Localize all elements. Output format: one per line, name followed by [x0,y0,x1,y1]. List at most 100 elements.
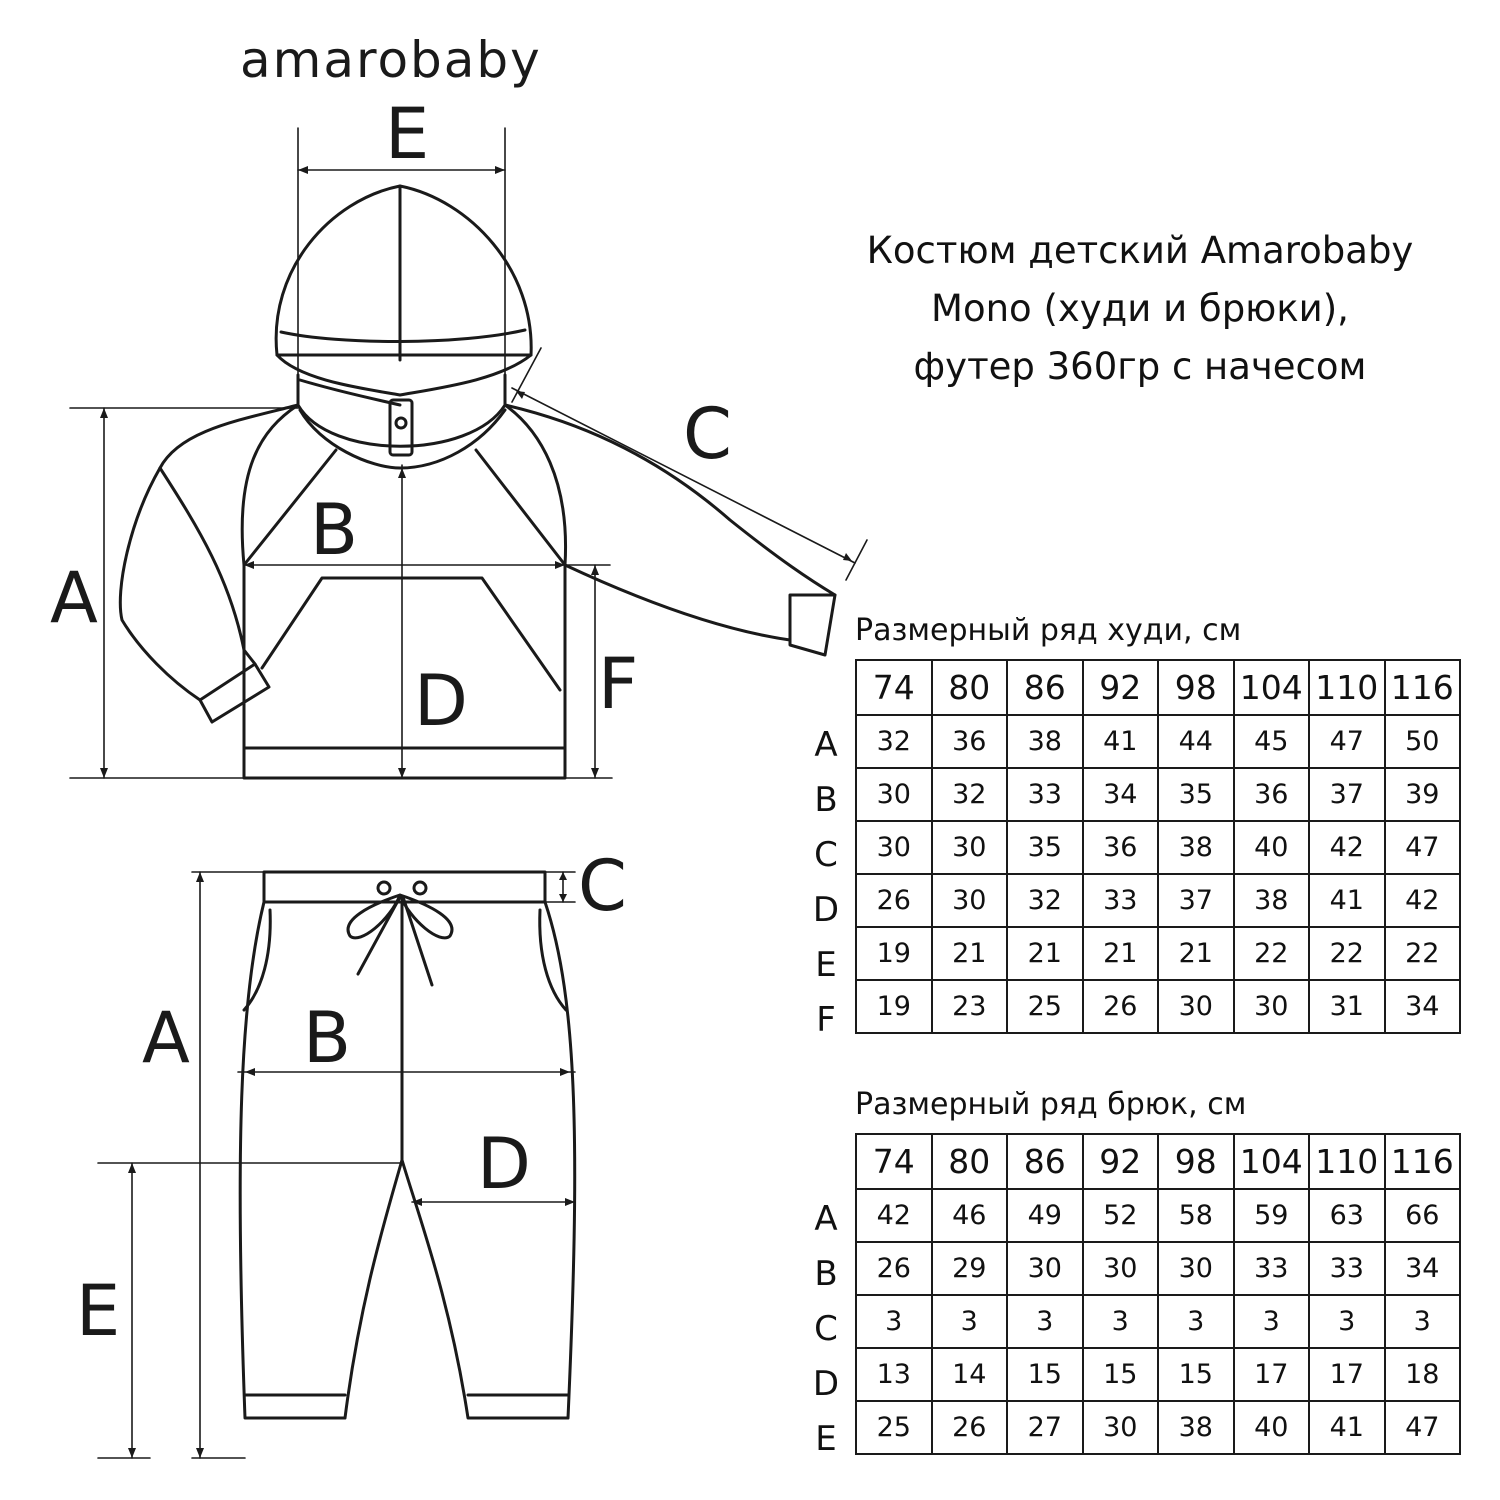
title-line-3: футер 360гр с начесом [913,345,1367,388]
table-cell: 21 [1081,926,1159,981]
title-line-2: Mono (худи и брюки), [931,287,1349,330]
pants-row-label: D [812,1364,840,1404]
table-cell: 26 [930,1400,1008,1455]
pants-size-table: 74 80 86 92 98 104 110 116 42 46 49 52 5… [855,1133,1461,1455]
table-cell: 44 [1157,714,1235,769]
table-row: 3 3 3 3 3 3 3 3 [855,1294,1461,1349]
table-row: 26 29 30 30 30 33 33 34 [855,1241,1461,1296]
table-cell: 15 [1006,1347,1084,1402]
size-header-cell: 116 [1383,1133,1461,1190]
pants-outline [238,870,577,1420]
table-cell: 30 [855,767,933,822]
table-cell: 30 [1081,1241,1159,1296]
table-cell: 15 [1157,1347,1235,1402]
pants-row-label: B [814,1254,838,1294]
table-cell: 59 [1232,1188,1310,1243]
table-cell: 25 [855,1400,933,1455]
table-cell: 21 [1157,926,1235,981]
pants-row-label: C [814,1309,838,1349]
table-cell: 32 [1006,873,1084,928]
size-header-cell: 80 [930,1133,1008,1190]
table-cell: 30 [1157,979,1235,1034]
table-cell: 15 [1081,1347,1159,1402]
table-row: 13 14 15 15 15 17 17 18 [855,1347,1461,1402]
table-cell: 46 [930,1188,1008,1243]
table-cell: 41 [1081,714,1159,769]
table-cell: 26 [855,873,933,928]
pants-label-e: E [76,1270,120,1352]
hoodie-row-label: E [815,945,837,985]
table-cell: 19 [855,979,933,1034]
hoodie-row-label: A [814,725,838,765]
table-cell: 47 [1383,820,1461,875]
table-cell: 50 [1383,714,1461,769]
table-cell: 30 [1006,1241,1084,1296]
table-cell: 14 [930,1347,1008,1402]
size-header-cell: 92 [1081,1133,1159,1190]
size-header-cell: 80 [930,659,1008,716]
table-cell: 30 [930,873,1008,928]
table-cell: 3 [1157,1294,1235,1349]
pants-row-label: E [815,1419,837,1459]
table-cell: 45 [1232,714,1310,769]
table-cell: 35 [1006,820,1084,875]
table-cell: 40 [1232,820,1310,875]
table-cell: 3 [1383,1294,1461,1349]
hoodie-label-d: D [414,660,468,742]
table-cell: 58 [1157,1188,1235,1243]
table-cell: 66 [1383,1188,1461,1243]
table-cell: 63 [1308,1188,1386,1243]
size-header-cell: 98 [1157,659,1235,716]
table-cell: 38 [1157,820,1235,875]
table-cell: 47 [1308,714,1386,769]
hoodie-size-table: 74 80 86 92 98 104 110 116 32 36 38 41 4… [855,659,1461,1034]
pants-measure-lines [97,871,576,1459]
table-cell: 27 [1006,1400,1084,1455]
size-header-cell: 74 [855,659,933,716]
size-header-cell: 110 [1308,1133,1386,1190]
table-row: 32 36 38 41 44 45 47 50 [855,714,1461,769]
table-row: 30 30 35 36 38 40 42 47 [855,820,1461,875]
table-cell: 30 [1232,979,1310,1034]
table-cell: 33 [1308,1241,1386,1296]
table-cell: 3 [1006,1294,1084,1349]
table-cell: 40 [1232,1400,1310,1455]
table-cell: 3 [1308,1294,1386,1349]
table-row: 30 32 33 34 35 36 37 39 [855,767,1461,822]
table-cell: 19 [855,926,933,981]
size-header-cell: 86 [1006,659,1084,716]
table-cell: 3 [855,1294,933,1349]
table-row: 19 23 25 26 30 30 31 34 [855,979,1461,1034]
table-cell: 42 [1308,820,1386,875]
table-cell: 38 [1006,714,1084,769]
size-header-cell: 104 [1232,1133,1310,1190]
table-cell: 31 [1308,979,1386,1034]
table-cell: 30 [930,820,1008,875]
table-cell: 25 [1006,979,1084,1034]
hoodie-label-e: E [385,93,429,175]
size-header-cell: 74 [855,1133,933,1190]
table-cell: 36 [1081,820,1159,875]
pants-row-label: A [814,1199,838,1239]
pants-label-b: B [303,997,351,1079]
table-cell: 26 [855,1241,933,1296]
table-cell: 3 [1232,1294,1310,1349]
table-cell: 38 [1157,1400,1235,1455]
table-cell: 34 [1383,979,1461,1034]
hoodie-measure-lines [69,127,868,779]
table-row: 26 30 32 33 37 38 41 42 [855,873,1461,928]
table-row: 25 26 27 30 38 40 41 47 [855,1400,1461,1455]
hoodie-row-labels: A B C D E F [808,718,844,1048]
table-cell: 30 [855,820,933,875]
table-cell: 21 [1006,926,1084,981]
table-cell: 22 [1308,926,1386,981]
pants-label-d: D [477,1123,531,1205]
size-header-row: 74 80 86 92 98 104 110 116 [855,659,1461,716]
pants-label-a: A [142,997,190,1079]
table-row: 42 46 49 52 58 59 63 66 [855,1188,1461,1243]
table-cell: 18 [1383,1347,1461,1402]
table-cell: 30 [1081,1400,1159,1455]
table-cell: 52 [1081,1188,1159,1243]
table-row: 19 21 21 21 21 22 22 22 [855,926,1461,981]
